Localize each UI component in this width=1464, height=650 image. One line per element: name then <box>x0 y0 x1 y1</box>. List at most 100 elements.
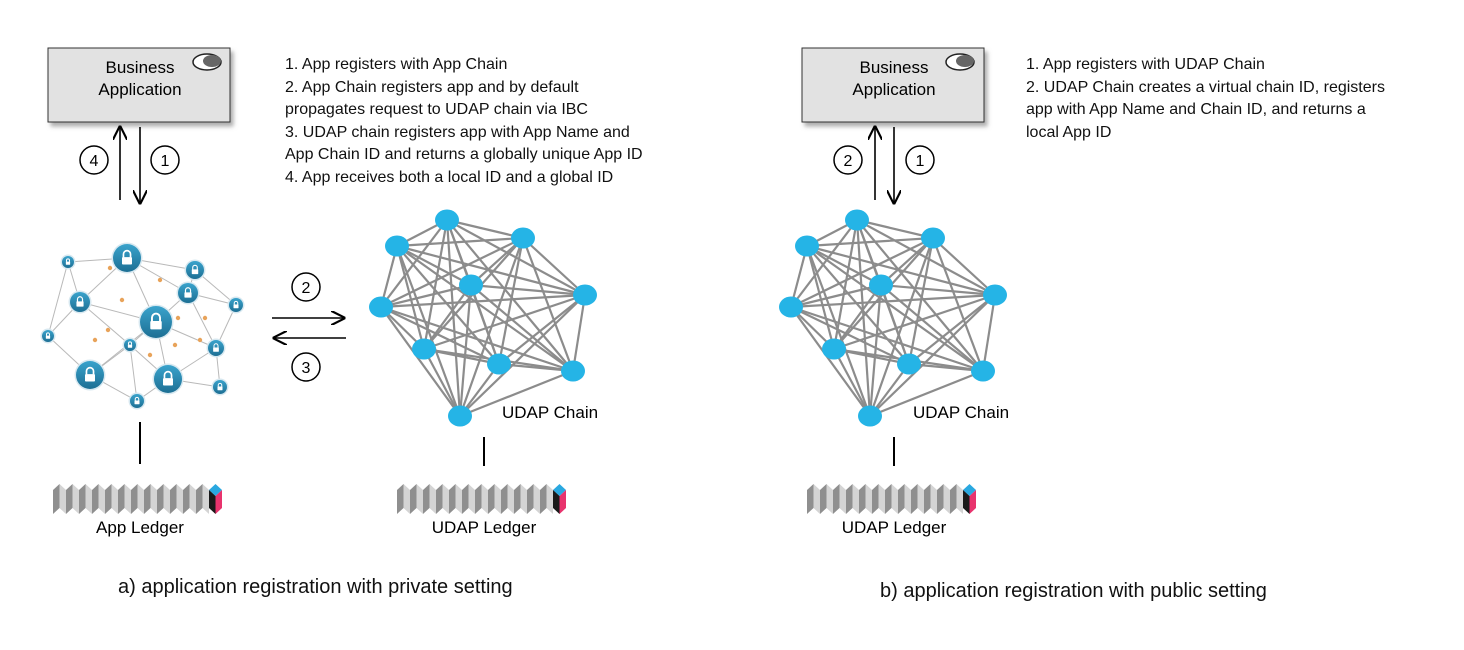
network-edge <box>459 369 574 418</box>
network-edge <box>932 237 996 296</box>
ledger-block-face <box>898 484 905 514</box>
ledger-block-face <box>924 484 931 514</box>
network-edge <box>790 306 910 365</box>
udap-ledger-label-b: UDAP Ledger <box>842 518 947 537</box>
ledger-head-side <box>559 490 566 514</box>
network-edge <box>129 344 138 402</box>
ledger-block-face <box>183 484 190 514</box>
network-edge <box>880 237 934 286</box>
step-line: local App ID <box>1026 123 1112 141</box>
ledger-block-side <box>163 484 170 514</box>
lock-icon <box>85 366 95 375</box>
svg-text:4: 4 <box>90 153 99 170</box>
network-edge <box>396 245 472 286</box>
network-node <box>897 353 921 375</box>
network-junction <box>119 297 125 303</box>
lock-icon-body <box>150 320 162 330</box>
lock-icon <box>122 249 132 258</box>
network-edge <box>380 306 500 365</box>
ledger-block-face <box>807 484 814 514</box>
ledger-block-face <box>488 484 495 514</box>
ledger-block-face <box>196 484 203 514</box>
network-edge <box>380 219 448 308</box>
network-edge <box>879 284 911 365</box>
udap-chain-network-b <box>779 209 1007 427</box>
svg-text:2: 2 <box>302 280 311 297</box>
network-edge <box>908 294 996 365</box>
network-junction <box>202 315 208 321</box>
network-edge <box>470 237 524 286</box>
network-node <box>845 209 869 231</box>
ledger-block-side <box>904 484 911 514</box>
ledger-head-face <box>553 490 560 514</box>
ledger-block-side <box>455 484 462 514</box>
ledger-block-side <box>124 484 131 514</box>
network-edge <box>856 219 984 372</box>
network-edge <box>445 219 462 417</box>
network-edge <box>470 283 586 297</box>
ledger-block-side <box>891 484 898 514</box>
ledger-block-side <box>416 484 423 514</box>
network-edge <box>790 293 996 309</box>
box-title-line-2: Application <box>98 80 181 99</box>
ledger-block-face <box>462 484 469 514</box>
lock-icon-body <box>191 269 199 275</box>
network-edge <box>869 369 984 418</box>
ledger-block-side <box>507 484 514 514</box>
badge-2-b: 2 <box>833 145 863 175</box>
ledger-block-face <box>449 484 456 514</box>
udap-chain-network-a <box>369 209 597 427</box>
ledger-block-side <box>442 484 449 514</box>
network-edge <box>855 219 872 417</box>
network-edge <box>396 245 574 372</box>
lock-icon <box>134 396 140 401</box>
ledger-block-face <box>410 484 417 514</box>
badge-2: 2 <box>291 272 321 302</box>
network-node <box>561 360 585 382</box>
ledger-block-side <box>943 484 950 514</box>
lock-icon-body <box>134 400 140 405</box>
ledger-block-side <box>98 484 105 514</box>
network-edge <box>981 294 997 372</box>
lock-icon-body <box>85 374 95 382</box>
svg-text:2: 2 <box>844 153 853 170</box>
step-line: 1. App registers with App Chain <box>285 56 508 73</box>
ledger-block-face <box>475 484 482 514</box>
network-edge <box>790 283 882 309</box>
network-node <box>971 360 995 382</box>
ledger-block-side <box>852 484 859 514</box>
network-edge <box>522 237 586 296</box>
network-edge <box>498 294 586 365</box>
network-edge <box>396 244 586 297</box>
network-node <box>921 227 945 249</box>
badge-4: 4 <box>79 145 109 175</box>
lock-icon <box>233 300 239 305</box>
network-node <box>487 353 511 375</box>
network-edge <box>931 237 985 372</box>
network-edge <box>47 261 69 337</box>
network-node <box>511 227 535 249</box>
network-edge <box>469 284 501 365</box>
step-line: 1. App registers with UDAP Chain <box>1026 56 1265 73</box>
ledger-block-face <box>436 484 443 514</box>
step-line: propagates request to UDAP chain via IBC <box>285 101 588 118</box>
network-junction <box>107 265 113 271</box>
network-edge <box>521 237 575 372</box>
ledger-block-face <box>423 484 430 514</box>
ledger-block-side <box>533 484 540 514</box>
box-title-line-1: Business <box>106 58 175 77</box>
ledger-block-side <box>865 484 872 514</box>
network-edge <box>446 218 524 240</box>
ledger-block-face <box>937 484 944 514</box>
network-edge <box>868 284 883 417</box>
steps-list-b: 1. App registers with UDAP Chain 2. UDAP… <box>1026 54 1385 144</box>
ledger-block-side <box>481 484 488 514</box>
network-edge <box>380 305 574 373</box>
app-chain-network <box>40 242 245 410</box>
badge-1-b: 1 <box>905 145 935 175</box>
svg-text:1: 1 <box>916 153 925 170</box>
network-node <box>369 296 393 318</box>
ledger-block-face <box>170 484 177 514</box>
lock-icon-body <box>127 344 133 348</box>
network-junction <box>147 352 153 358</box>
